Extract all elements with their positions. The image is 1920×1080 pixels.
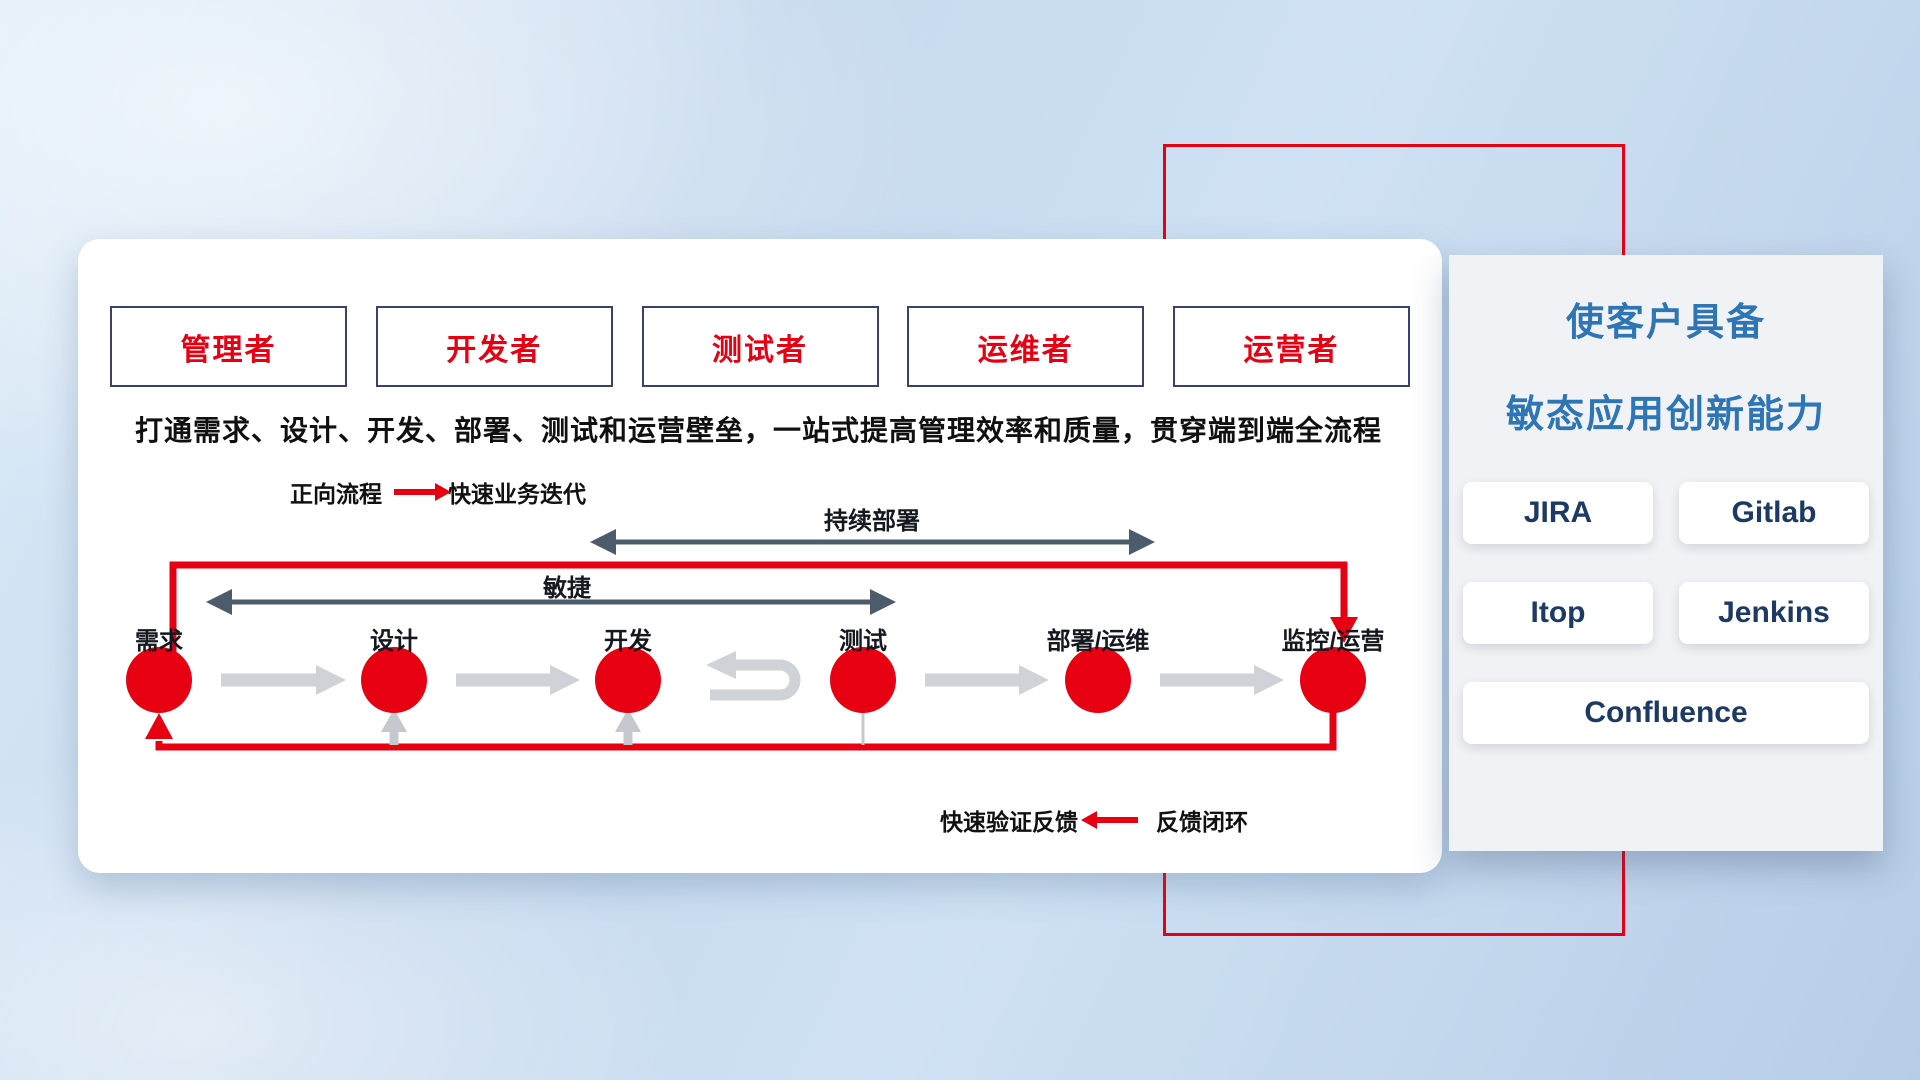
iterate-loop-arrowhead-icon [706,651,736,679]
node-requirements [126,647,192,713]
forward-arrow-icon [394,483,451,501]
tool-jenkins: Jenkins [1679,582,1869,644]
legend-feedback: 快速验证反馈 反馈闭环 [940,803,1248,837]
node-test [830,647,896,713]
role-box-manager: 管理者 [110,306,347,387]
step-arrow-2-head-icon [550,665,580,695]
roles-row: 管理者 开发者 测试者 运维者 运营者 [110,306,1410,387]
agile-right-head-icon [870,589,896,615]
iterate-loop-icon [710,659,801,701]
legend-feedback-label: 反馈闭环 [1156,809,1248,835]
role-label-manager: 管理者 [180,333,277,367]
role-box-ops: 运维者 [907,306,1145,387]
node-label-design: 设计 [370,628,418,655]
feedback-branch-develop-arrowhead-icon [615,709,641,732]
tool-grid: JIRA Gitlab Itop Jenkins Confluence [1463,482,1869,744]
node-label-deploy-ops: 部署/运维 [1046,628,1150,655]
feedback-arrow-icon [1081,811,1138,829]
step-arrow-1-head-icon [316,665,346,695]
agile-label: 敏捷 [543,575,591,602]
node-monitor-operate [1300,647,1366,713]
side-title-line2: 敏态应用创新能力 [1505,394,1826,436]
feedback-branch-design-arrowhead-icon [381,709,407,732]
agile-left-head-icon [206,589,232,615]
step-arrow-3-head-icon [1019,665,1049,695]
node-label-requirements: 需求 [135,628,183,655]
side-panel-title: 使客户具备 敏态应用创新能力 [1449,277,1883,461]
node-label-test: 测试 [839,628,887,655]
tool-jira: JIRA [1463,482,1653,544]
devops-flow-panel: 管理者 开发者 测试者 运维者 运营者 打通需求、设计、开发、部署、测试和运营壁… [78,239,1442,873]
step-arrow-4-head-icon [1254,665,1284,695]
role-label-ops: 运维者 [977,333,1074,367]
legend-feedback-desc: 快速验证反馈 [940,809,1078,835]
legend-forward-desc: 快速业务迭代 [448,481,586,507]
headline-text: 打通需求、设计、开发、部署、测试和运营壁垒，一站式提高管理效率和质量，贯穿端到端… [135,415,1383,446]
role-label-tester: 测试者 [712,333,808,367]
role-box-operator: 运营者 [1173,306,1410,387]
side-title-line1: 使客户具备 [1565,302,1766,344]
role-box-tester: 测试者 [641,306,879,387]
feedback-loop-line [155,709,1337,751]
forward-loop-line [169,561,1348,659]
tool-gitlab: Gitlab [1679,482,1869,544]
node-develop [595,647,661,713]
legend-forward: 正向流程 快速业务迭代 [290,475,586,509]
role-label-operator: 运营者 [1243,333,1340,367]
role-box-developer: 开发者 [375,306,613,387]
node-label-develop: 开发 [604,628,652,655]
node-design [361,647,427,713]
continuous-deploy-right-head-icon [1129,529,1155,555]
continuous-deploy-left-head-icon [590,529,616,555]
node-label-monitor-operate: 监控/运营 [1281,628,1385,655]
node-deploy-ops [1065,647,1131,713]
tool-itop: Itop [1463,582,1653,644]
role-label-developer: 开发者 [446,333,543,367]
feedback-loop-arrowhead-icon [145,713,173,739]
capability-side-panel: 使客户具备 敏态应用创新能力 JIRA Gitlab Itop Jenkins … [1449,255,1883,851]
legend-forward-label: 正向流程 [290,481,382,507]
tool-confluence: Confluence [1463,682,1869,744]
continuous-deploy-label: 持续部署 [824,508,920,535]
